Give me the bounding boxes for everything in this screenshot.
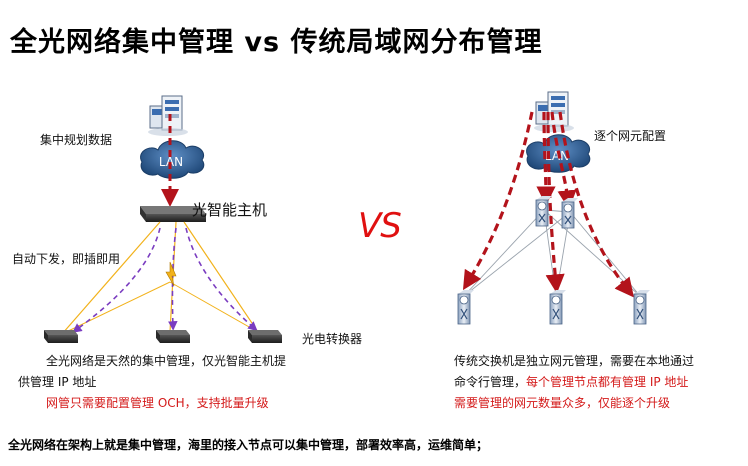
- label-optical-host: 光智能主机: [192, 201, 268, 219]
- switch-icon: [535, 196, 552, 227]
- per-node-config-arrows: [462, 111, 634, 298]
- auto-deploy-arrow: [185, 227, 258, 332]
- fiber-line: [183, 221, 259, 333]
- optical-host-device: [140, 206, 206, 222]
- server-icon: [148, 95, 188, 136]
- converter-device-icon: [248, 330, 282, 343]
- switch-icon: [561, 198, 578, 229]
- left-description: 全光网络是天然的集中管理，仅光智能主机提 供管理 IP 地址 网管只需要配置管理…: [18, 351, 348, 414]
- converter-device-icon: [156, 330, 190, 343]
- right-desc-line2-black: 命令行管理，: [454, 375, 527, 389]
- optical-splitter-icon: [165, 261, 177, 287]
- label-per-node-config: 逐个网元配置: [594, 129, 667, 143]
- lan-cloud-icon: [140, 140, 205, 179]
- fiber-line: [169, 281, 259, 333]
- right-desc-line2: 命令行管理，每个管理节点都有管理 IP 地址: [454, 372, 744, 393]
- label-central-plan: 集中规划数据: [40, 133, 113, 147]
- right-desc-line1: 传统交换机是独立网元管理，需要在本地通过: [454, 354, 695, 368]
- right-desc-line3: 需要管理的网元数量众多，仅能逐个升级: [454, 396, 671, 410]
- auto-deploy-arrow: [72, 227, 161, 333]
- converter-device-icon: [44, 330, 78, 343]
- switch-icon: [549, 290, 566, 325]
- lan-label-right: LAN: [545, 149, 569, 163]
- auto-deploy-arrow: [168, 227, 178, 331]
- footer-summary: 全光网络在架构上就是集中管理，海里的接入节点可以集中管理，部署效率高，运维简单；: [8, 438, 489, 452]
- vs-label: VS: [358, 206, 402, 246]
- label-converter: 光电转换器: [302, 332, 363, 346]
- right-desc-line2-red: 每个管理节点都有管理 IP 地址: [526, 375, 689, 389]
- fiber-line: [61, 281, 171, 335]
- left-desc-line2: 供管理 IP 地址: [18, 375, 97, 389]
- switch-icon: [633, 290, 650, 325]
- switch-icon: [457, 290, 474, 325]
- right-description: 传统交换机是独立网元管理，需要在本地通过 命令行管理，每个管理节点都有管理 IP…: [454, 351, 744, 414]
- left-desc-red: 网管只需要配置管理 OCH，支持批量升级: [46, 396, 269, 410]
- label-auto-deploy: 自动下发，即插即用: [12, 252, 121, 266]
- fiber-line: [61, 221, 161, 335]
- page-title: 全光网络集中管理 vs 传统局域网分布管理: [10, 27, 543, 58]
- left-desc-line1: 全光网络是天然的集中管理，仅光智能主机提: [46, 354, 287, 368]
